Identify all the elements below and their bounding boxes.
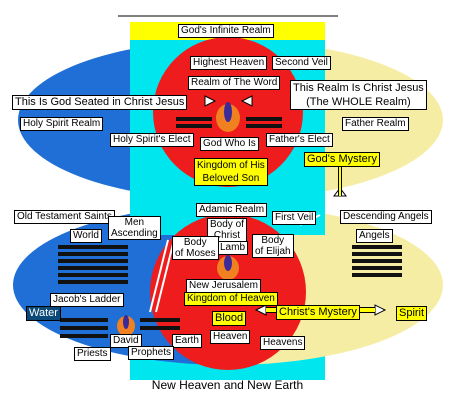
gods-infinite-realm-label: God's Infinite Realm bbox=[178, 24, 274, 38]
spirit-label: Spirit bbox=[396, 306, 428, 321]
david-label: David bbox=[110, 334, 142, 348]
body-of-christ-line2: Christ bbox=[213, 230, 241, 241]
priests-crowd bbox=[60, 318, 108, 338]
angels-crowd bbox=[352, 245, 402, 277]
men-ascending-line1: Men bbox=[124, 217, 145, 228]
realm-is-christ-line1: This Realm Is Christ Jesus bbox=[293, 82, 424, 94]
earth-label: Earth bbox=[172, 334, 202, 348]
body-of-moses-line2: of Moses bbox=[175, 248, 216, 259]
kingdom-of-heaven-label: Kingdom of Heaven bbox=[184, 292, 278, 306]
body-of-christ-line1: Body of bbox=[210, 219, 244, 230]
holy-spirit-realm-label: Holy Spirit Realm bbox=[20, 117, 104, 131]
prophets-crowd bbox=[140, 318, 180, 330]
old-testament-saints-label: Old Testament Saints bbox=[14, 210, 115, 224]
kingdom-line2: Beloved Son bbox=[202, 173, 260, 184]
realm-is-christ-label: This Realm Is Christ Jesus (The WHOLE Re… bbox=[290, 80, 427, 110]
realm-is-christ-line2: (The WHOLE Realm) bbox=[306, 96, 411, 108]
diagram-caption: New Heaven and New Earth bbox=[151, 378, 304, 392]
heavens-label: Heavens bbox=[260, 336, 306, 350]
kingdom-of-beloved-son-label: Kingdom of His Beloved Son bbox=[194, 158, 268, 186]
jacobs-ladder-left bbox=[149, 239, 169, 313]
lamb-label: Lamb bbox=[217, 241, 249, 255]
world-label: World bbox=[70, 229, 102, 243]
second-veil-label: Second Veil bbox=[272, 56, 331, 70]
david-figure-inner bbox=[123, 315, 129, 329]
body-of-moses-label: Body of Moses bbox=[172, 236, 219, 260]
holy-spirit-elect-crowd bbox=[176, 117, 212, 128]
figure-upper-inner bbox=[224, 102, 232, 122]
men-ascending-label: Men Ascending bbox=[108, 216, 161, 240]
angels-label: Angels bbox=[356, 229, 393, 243]
realm-of-the-word-label: Realm of The Word bbox=[188, 76, 281, 90]
men-ascending-line2: Ascending bbox=[111, 228, 158, 239]
father-realm-label: Father Realm bbox=[342, 117, 409, 131]
jacobs-ladder-label: Jacob's Ladder bbox=[50, 293, 124, 307]
god-who-is-label: God Who Is bbox=[200, 137, 259, 151]
highest-heaven-label: Highest Heaven bbox=[190, 56, 268, 70]
priests-label: Priests bbox=[74, 347, 111, 361]
saints-crowd bbox=[58, 245, 128, 284]
figure-lower-inner bbox=[224, 255, 232, 271]
body-of-moses-line1: Body bbox=[183, 237, 207, 248]
first-veil-label: First Veil bbox=[272, 211, 317, 225]
god-seated-in-christ-label: This Is God Seated in Christ Jesus bbox=[12, 95, 188, 110]
jacobs-ladder-right bbox=[155, 239, 175, 313]
heaven-label: Heaven bbox=[210, 330, 251, 344]
water-label: Water bbox=[26, 306, 61, 321]
blood-label: Blood bbox=[212, 311, 247, 326]
kingdom-line1: Kingdom of His bbox=[197, 160, 265, 171]
father-elect-crowd bbox=[246, 117, 282, 128]
adamic-realm-label: Adamic Realm bbox=[196, 203, 268, 217]
new-jerusalem-label: New Jerusalem bbox=[186, 279, 261, 293]
body-of-elijah-label: Body of Elijah bbox=[252, 234, 294, 258]
fathers-elect-label: Father's Elect bbox=[266, 133, 333, 147]
prophets-label: Prophets bbox=[128, 346, 175, 360]
body-of-elijah-line2: of Elijah bbox=[255, 246, 291, 257]
holy-spirits-elect-label: Holy Spirit's Elect bbox=[110, 133, 194, 147]
body-of-elijah-line1: Body bbox=[261, 235, 285, 246]
gods-mystery-label: God's Mystery bbox=[304, 152, 380, 167]
descending-angels-label: Descending Angels bbox=[340, 210, 432, 224]
christs-mystery-label: Christ's Mystery bbox=[276, 305, 360, 320]
